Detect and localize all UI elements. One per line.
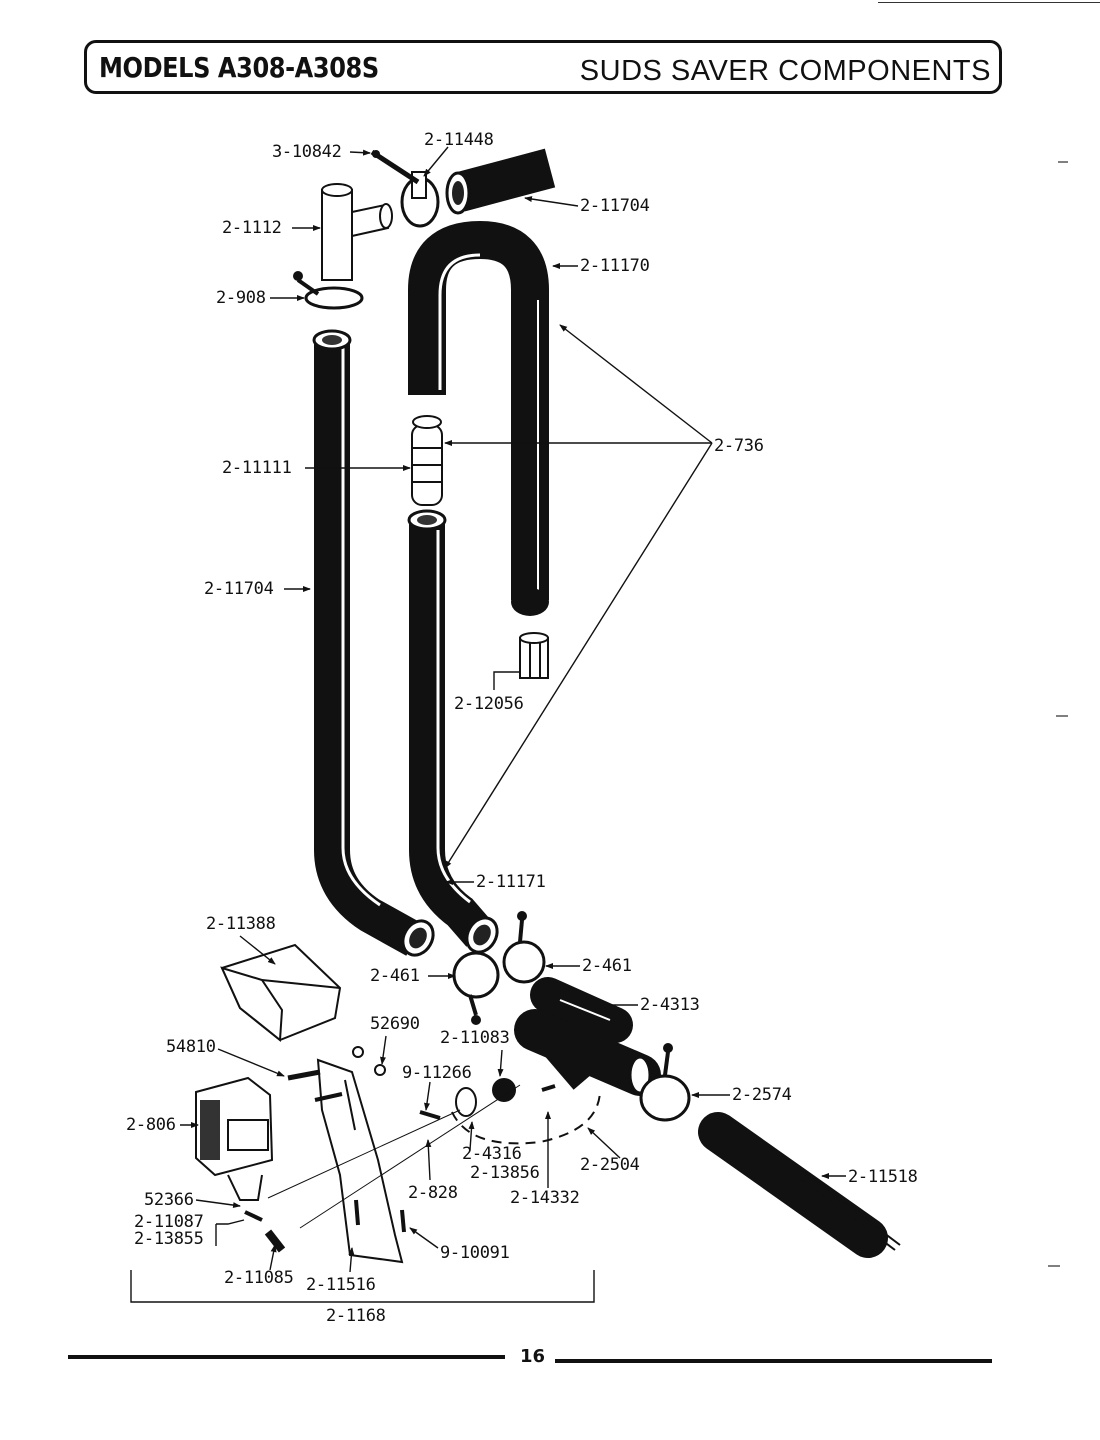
label-2-11388: 2-11388 — [206, 914, 276, 934]
label-2-11083: 2-11083 — [440, 1028, 510, 1048]
leader-lines — [180, 146, 846, 1273]
top-edge-rule — [878, 2, 1100, 3]
label-2-461-right: 2-461 — [582, 956, 632, 976]
connector-2-11111 — [411, 415, 443, 506]
clamp-2-2574 — [639, 1043, 691, 1122]
small-fasteners — [244, 1046, 556, 1253]
hose-2-11704-left — [312, 329, 435, 957]
section-title: SUDS SAVER COMPONENTS — [579, 55, 991, 87]
thin-link-line-2 — [299, 1084, 521, 1229]
label-2-13855: 2-13855 — [134, 1229, 204, 1249]
thin-link-line — [267, 1109, 461, 1199]
label-2-2504: 2-2504 — [580, 1155, 640, 1175]
label-2-11170: 2-11170 — [580, 256, 650, 276]
label-2-11087: 2-11087 — [134, 1212, 204, 1232]
label-2-461-left: 2-461 — [370, 966, 420, 986]
solenoid-2-806 — [195, 1076, 274, 1201]
label-2-11111: 2-11111 — [222, 458, 292, 478]
label-3-10842: 3-10842 — [272, 142, 342, 162]
label-2-13856: 2-13856 — [470, 1163, 540, 1183]
label-2-12056: 2-12056 — [454, 694, 524, 714]
clamp-2-461-right — [502, 911, 546, 984]
label-2-828: 2-828 — [408, 1183, 458, 1203]
valve-2-4313 — [514, 977, 661, 1096]
part-2-12056 — [519, 632, 549, 679]
tee-2-1112 — [321, 183, 393, 281]
clamp-2-11448 — [370, 149, 440, 228]
label-2-14332: 2-14332 — [510, 1188, 580, 1208]
label-2-11516: 2-11516 — [306, 1275, 376, 1295]
hose-2-11704-top — [445, 148, 556, 215]
assembly-bracket-2-1168 — [130, 1270, 595, 1303]
label-9-10091: 9-10091 — [440, 1243, 510, 1263]
label-2-11171: 2-11171 — [476, 872, 546, 892]
label-2-11448: 2-11448 — [424, 130, 494, 150]
label-2-4316: 2-4316 — [462, 1144, 522, 1164]
hose-2-11171 — [407, 509, 499, 954]
label-52690: 52690 — [370, 1014, 420, 1034]
label-9-11266: 9-11266 — [402, 1063, 472, 1083]
bracket-2-11516 — [316, 1058, 404, 1264]
label-2-2574: 2-2574 — [732, 1085, 792, 1105]
cover-2-11388 — [220, 943, 342, 1042]
label-2-11085: 2-11085 — [224, 1268, 294, 1288]
hose-2-11518 — [698, 1112, 901, 1258]
label-2-1168: 2-1168 — [326, 1306, 386, 1326]
label-54810: 54810 — [166, 1037, 216, 1057]
label-2-4313: 2-4313 — [640, 995, 700, 1015]
label-2-806: 2-806 — [126, 1115, 176, 1135]
label-2-736: 2-736 — [714, 436, 764, 456]
models-title: MODELS A308-A308S — [99, 51, 379, 84]
page-header: MODELS A308-A308S SUDS SAVER COMPONENTS — [84, 40, 1002, 94]
label-2-11518: 2-11518 — [848, 1167, 918, 1187]
label-2-1112: 2-1112 — [222, 218, 282, 238]
label-2-11704-left: 2-11704 — [204, 579, 274, 599]
clamp-2-908 — [293, 271, 364, 310]
label-52366: 52366 — [144, 1190, 194, 1210]
hose-2-11170 — [408, 220, 549, 616]
label-2-11704-top: 2-11704 — [580, 196, 650, 216]
label-2-908: 2-908 — [216, 288, 266, 308]
clamp-2-461-left — [452, 951, 500, 1025]
page-number: 16 — [520, 1346, 546, 1367]
assembly-dash-line — [451, 1091, 601, 1145]
